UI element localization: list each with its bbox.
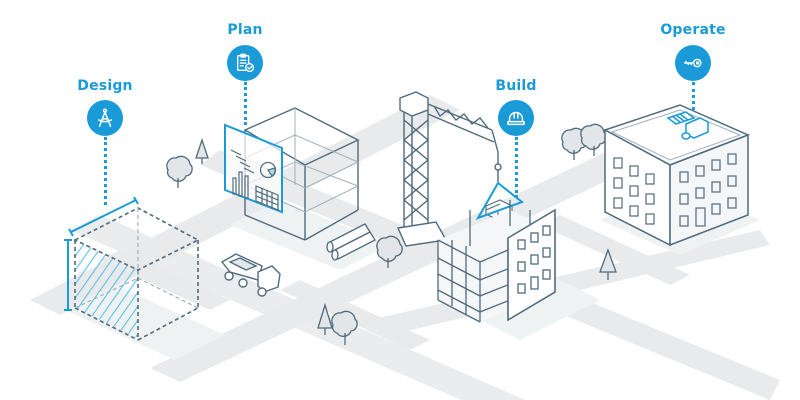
plan-building-wireframe [224, 107, 360, 241]
tree-round [166, 155, 193, 188]
stage-label-operate: Operate [660, 22, 726, 38]
tree-cone [195, 137, 209, 164]
tree-round [331, 310, 358, 345]
dashboard-panel [224, 123, 283, 214]
stage-label-plan: Plan [227, 22, 263, 38]
stage-label-design: Design [77, 78, 133, 94]
tree-cone [599, 248, 617, 280]
tree-cone [317, 302, 333, 335]
stage-connector-plan [244, 82, 247, 125]
hard-hat-icon [507, 111, 525, 126]
stage-connector-operate [692, 82, 695, 110]
construction-building [437, 200, 556, 323]
tree-round [580, 123, 607, 156]
stage-badge-build[interactable] [498, 100, 534, 136]
tree-round [376, 235, 403, 268]
pipes [326, 223, 376, 261]
dump-truck [220, 253, 281, 297]
trees [166, 123, 617, 345]
operational-building [603, 104, 750, 247]
stage-label-build: Build [495, 78, 537, 94]
stage-badge-plan[interactable] [227, 45, 263, 81]
stage-badge-design[interactable] [87, 100, 123, 136]
drafting-compass-icon [97, 108, 113, 127]
rooftop-hvac-unit [666, 111, 709, 140]
stage-connector-design [104, 137, 107, 205]
tower-crane [396, 91, 502, 247]
design-wireframe-cube [64, 196, 200, 341]
stage-badge-operate[interactable] [675, 45, 711, 81]
stage-connector-build [515, 137, 518, 198]
clipboard-check-icon [236, 53, 255, 73]
key-icon [684, 58, 702, 68]
